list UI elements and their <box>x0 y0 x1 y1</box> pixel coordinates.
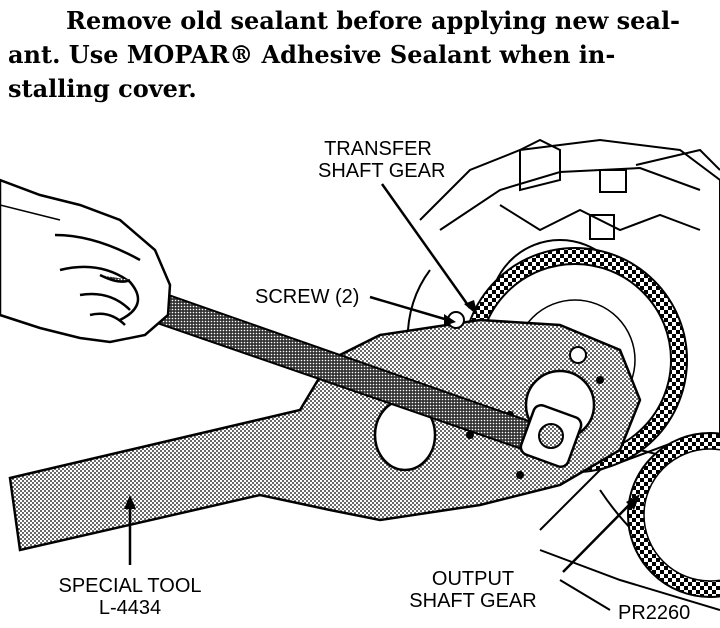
callout-transfer-shaft-gear: TRANSFER SHAFT GEAR <box>318 138 446 182</box>
hand <box>0 178 172 344</box>
callout-transfer-line2: SHAFT GEAR <box>318 160 446 182</box>
screw-pair <box>447 311 587 364</box>
instruction-text: Remove old sealant before applying new s… <box>8 4 708 106</box>
transfer-leader <box>380 183 472 309</box>
instruction-line-3: stalling cover. <box>8 74 197 103</box>
callout-special-tool: SPECIAL TOOL L-4434 <box>40 575 220 619</box>
callout-output-line2: SHAFT GEAR <box>409 590 537 612</box>
callout-output-shaft-gear: OUTPUT SHAFT GEAR <box>398 568 548 612</box>
callout-special-tool-line2: L-4434 <box>98 597 162 619</box>
output-leader <box>562 501 633 573</box>
callout-screw: SCREW (2) <box>255 286 360 308</box>
arrowheads <box>124 300 640 510</box>
wrench <box>106 276 583 468</box>
screw-leader <box>369 295 449 322</box>
leader-lines <box>128 183 633 573</box>
figure-code: PR2260 <box>618 602 691 624</box>
instruction-line-2: ant. Use MOPAR® Adhesive Sealant when in… <box>8 40 616 69</box>
callout-special-tool-line1: SPECIAL TOOL <box>58 575 202 597</box>
callout-transfer-line1: TRANSFER <box>324 138 432 160</box>
tool-illustration <box>0 138 720 611</box>
output-shaft-gear <box>627 432 720 598</box>
instruction-line-1: Remove old sealant before applying new s… <box>66 6 681 35</box>
callout-output-line1: OUTPUT <box>431 568 515 590</box>
